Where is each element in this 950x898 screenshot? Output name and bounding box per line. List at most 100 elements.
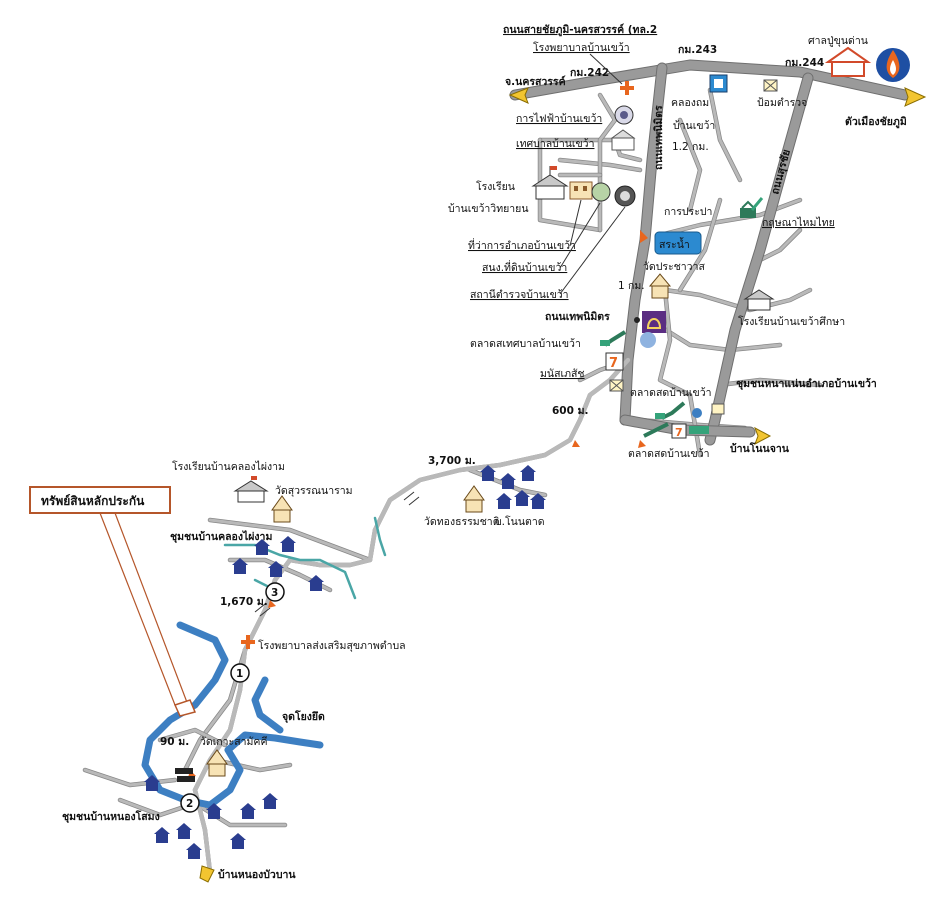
svg-text:1: 1 <box>236 668 243 680</box>
bank-icon <box>634 311 666 348</box>
school-icon-khlong-phai <box>233 476 269 503</box>
label-land-office: สนง.ที่ดินบ้านเขว้า <box>482 260 567 274</box>
pharmacy-icon <box>609 379 624 392</box>
label-municipal-market: ตลาดสเทศบาลบ้านเขว้า <box>470 338 581 350</box>
label-community-nong-som: ชุมชนบ้านหนองโสมง <box>62 810 160 824</box>
label-municipality: เทศบาลบ้านเขว้า <box>516 138 594 150</box>
house-icon <box>480 465 496 481</box>
label-wat-suwan: วัดสุวรรณนาราม <box>275 485 353 497</box>
houses-nong-som <box>144 775 278 859</box>
house-icon <box>514 490 530 506</box>
school-icon-suksa <box>743 289 775 311</box>
arrow-nong-bua <box>199 865 215 883</box>
label-school-2: บ้านเขว้าวิทยายน <box>448 203 529 215</box>
dir-label-nakhon-sawan: จ.นครสวรรค์ <box>505 75 566 88</box>
temple-icon-thong <box>463 485 485 513</box>
temple-icon-pracha <box>648 273 672 299</box>
svg-text:7: 7 <box>609 356 618 371</box>
label-dist-3700m: 3,700 ม. <box>428 455 476 467</box>
market-icon-fresh-2: 7 <box>643 422 709 439</box>
svg-text:7: 7 <box>675 426 683 439</box>
municipality-icon <box>610 129 636 151</box>
direction-arrows <box>188 87 927 883</box>
label-dist-600m: 600 ม. <box>552 405 588 417</box>
label-manuskit: มนัสเภสัช <box>540 368 585 380</box>
label-police-box: ป้อมตำรวจ <box>757 97 807 109</box>
road-label-km244: กม.244 <box>785 57 824 69</box>
land-office-icon <box>591 182 611 202</box>
hospital-icon <box>620 81 634 95</box>
dir-label-chaiyaphum: ตัวเมืองชัยภูมิ <box>845 115 907 129</box>
marker-3: 3 <box>265 582 285 602</box>
house-icon <box>262 793 278 809</box>
svg-text:3: 3 <box>271 587 278 599</box>
road-label-km242: กม.242 <box>570 67 609 79</box>
school-building-icon <box>569 181 593 200</box>
arrow-nakhon-sawan <box>508 87 529 104</box>
house-icon <box>240 803 256 819</box>
label-jut-yong: จุดโยงยึด <box>282 710 325 724</box>
bridge-icon <box>175 768 195 782</box>
house-icon <box>500 473 516 489</box>
road-label-km243: กม.243 <box>678 44 717 56</box>
house-icon <box>280 536 296 552</box>
house-icon <box>520 465 536 481</box>
label-dist-1670m: 1,670 ม. <box>220 596 268 608</box>
label-district-office: ที่ว่าการอำเภอบ้านเขว้า <box>468 238 576 252</box>
label-police: สถานีตำรวจบ้านเขว้า <box>470 288 569 301</box>
market-icon-fresh <box>655 401 725 420</box>
factory-icon <box>740 197 764 218</box>
house-icon <box>232 558 248 574</box>
label-school-suksa: โรงเรียนบ้านเขว้าศึกษา <box>738 315 845 328</box>
house-icon <box>230 833 246 849</box>
main-roads <box>157 59 911 875</box>
label-health-hospital: โรงพยาบาลส่งเสริมสุขภาพตำบล <box>258 639 406 652</box>
label-fresh-market-2: ตลาดสดบ้านเขว้า <box>628 448 710 460</box>
house-icon <box>254 539 270 555</box>
convenience-store-icon: 7 <box>605 352 624 371</box>
dir-label-nong-bua: บ้านหนองบัวบาน <box>218 868 296 881</box>
label-khlong-1: คลองถม <box>671 97 709 109</box>
label-khlong-2: บ้านเขว้า <box>673 120 715 132</box>
pond-label: สระน้ำ <box>659 237 690 251</box>
label-dist-1km: 1 กม. <box>618 280 645 292</box>
label-electricity: การไฟฟ้าบ้านเขว้า <box>516 112 602 125</box>
label-fresh-market-1: ตลาดสดบ้านเขว้า <box>630 387 712 399</box>
svg-text:2: 2 <box>186 798 193 810</box>
arrow-chaiyaphum <box>904 87 927 107</box>
houses-khlong-phai <box>232 536 324 591</box>
police-box-icon <box>763 79 778 92</box>
label-community-dense: ชุมชนหนาแน่นอำเภอบ้านเขว้า <box>736 377 877 391</box>
label-school-khlong-phai: โรงเรียนบ้านคลองไผ่งาม <box>172 460 285 473</box>
label-wat-pracha: วัดประชาวาส <box>643 261 705 273</box>
marker-1: 1 <box>230 663 250 683</box>
market-icon-municipal <box>600 330 627 347</box>
temple-icon-ko <box>206 749 228 777</box>
label-dist-1-2km: 1.2 กม. <box>672 141 709 153</box>
house-icon <box>186 843 202 859</box>
marker-2: 2 <box>180 793 200 813</box>
house-icon <box>308 575 324 591</box>
road-label-surachai: ถนนสุรชัย <box>769 148 793 196</box>
label-water-works: การประปา <box>664 206 712 218</box>
arrow-non-chan <box>754 426 772 446</box>
water-features <box>141 516 387 809</box>
label-hospital: โรงพยาบาลบ้านเขว้า <box>533 41 630 54</box>
asset-plot <box>173 699 197 717</box>
school-icon <box>531 166 569 200</box>
asset-callout: ทรัพย์สินหลักประกัน <box>29 486 197 717</box>
gas-station-icon <box>876 48 910 82</box>
houses-non-tat <box>480 465 546 509</box>
police-icon <box>614 185 636 207</box>
house-icon <box>530 493 546 509</box>
temple-icon-suwan <box>271 495 293 523</box>
khlong-thom-icon <box>709 74 728 93</box>
house-icon <box>154 827 170 843</box>
label-wat-ko: วัดเกาะสามัคคี <box>200 735 267 748</box>
house-icon <box>176 823 192 839</box>
house-icon <box>206 803 222 819</box>
house-icon <box>268 561 284 577</box>
label-wat-thong: วัดทองธรรมชาติ <box>424 516 500 528</box>
house-icon <box>496 493 512 509</box>
